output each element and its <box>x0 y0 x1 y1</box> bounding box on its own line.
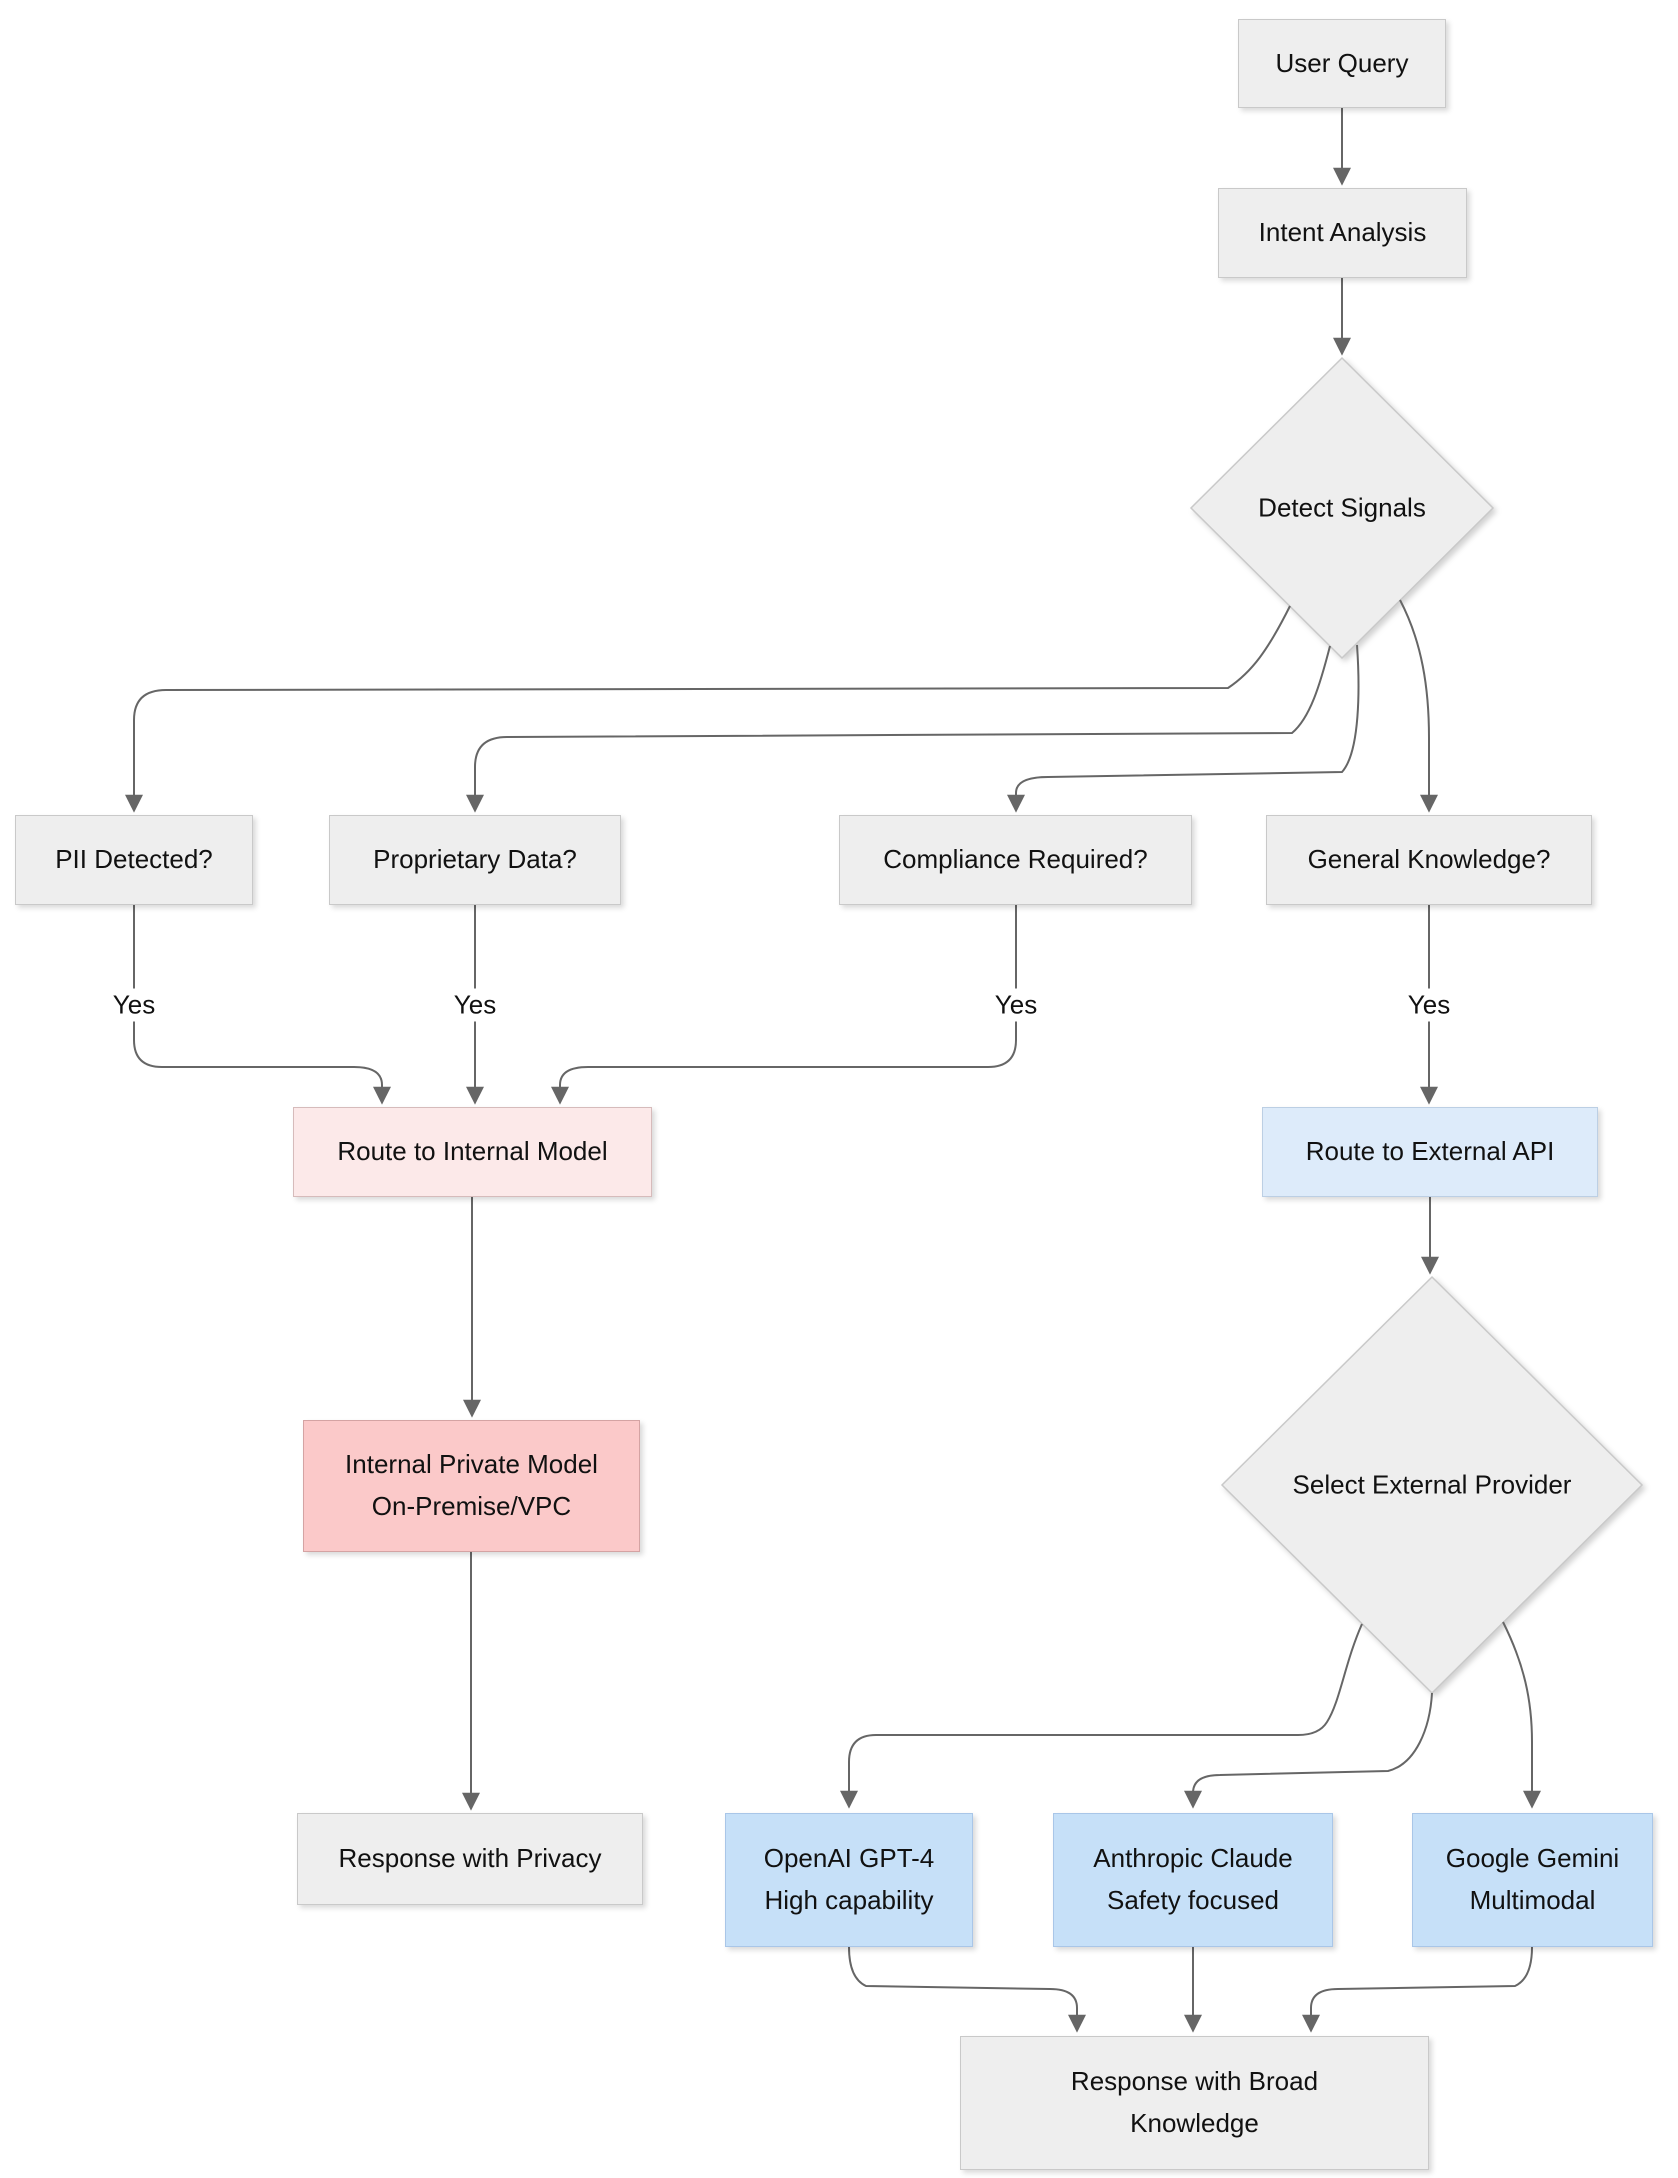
node-google-gemini-line1: Google Gemini <box>1445 1843 1620 1874</box>
node-user-query-label: User Query <box>1275 47 1409 78</box>
node-compliance-required-label: Compliance Required? <box>883 844 1148 875</box>
edge-detect-signals-to-proprietary <box>466 645 1331 813</box>
edge-label-compliance-yes: Yes <box>986 988 1046 1022</box>
edge-detect-signals-to-general <box>1399 599 1438 813</box>
node-user-query: User Query <box>1238 19 1446 108</box>
node-anthropic-claude-line1: Anthropic Claude <box>1093 1843 1293 1874</box>
node-internal-private-model-line2: On-Premise/VPC <box>371 1491 572 1521</box>
edge-label-general-yes: Yes <box>1399 988 1459 1022</box>
edge-label-pii-yes: Yes <box>104 988 164 1022</box>
node-openai-gpt4-line2: High capability <box>764 1885 934 1915</box>
edge-detect-signals-to-pii <box>125 605 1291 813</box>
node-openai-gpt4-line1: OpenAI GPT-4 <box>763 1843 935 1874</box>
node-google-gemini-line2: Multimodal <box>1469 1885 1596 1915</box>
node-response-broad-line1: Response with Broad <box>1070 2066 1319 2097</box>
decision-diamond-detect-signals <box>1189 356 1495 660</box>
node-intent-analysis-label: Intent Analysis <box>1258 217 1427 248</box>
node-pii-detected-label: PII Detected? <box>55 844 213 875</box>
node-route-external: Route to External API <box>1262 1107 1598 1197</box>
node-proprietary-data-label: Proprietary Data? <box>373 844 577 875</box>
edge-label-proprietary-yes: Yes <box>445 988 505 1022</box>
node-intent-analysis: Intent Analysis <box>1218 188 1467 278</box>
node-select-external-provider-label: Select External Provider <box>1292 1469 1572 1500</box>
edge-detect-signals-to-compliance <box>1007 644 1360 813</box>
edge-gemini-to-response-broad <box>1302 1946 1533 2033</box>
node-anthropic-claude-line2: Safety focused <box>1107 1885 1279 1915</box>
node-response-privacy-label: Response with Privacy <box>338 1843 602 1874</box>
node-openai-gpt4: OpenAI GPT-4 High capability <box>725 1813 973 1947</box>
node-google-gemini: Google Gemini Multimodal <box>1412 1813 1653 1947</box>
node-internal-private-model: Internal Private Model On-Premise/VPC <box>303 1420 640 1552</box>
node-anthropic-claude: Anthropic Claude Safety focused <box>1053 1813 1333 1947</box>
node-response-broad-line2: Knowledge <box>1130 2108 1259 2138</box>
node-route-external-label: Route to External API <box>1305 1136 1555 1167</box>
edge-openai-to-response-broad <box>848 1946 1086 2033</box>
node-detect-signals-label: Detect Signals <box>1258 492 1426 523</box>
edge-compliance-yes-to-route-internal <box>551 905 1017 1105</box>
node-response-broad: Response with Broad Knowledge <box>960 2036 1429 2170</box>
edge-select-provider-to-anthropic <box>1184 1692 1433 1809</box>
edge-pii-yes-to-route-internal <box>133 905 391 1105</box>
node-internal-private-model-line1: Internal Private Model <box>345 1449 598 1480</box>
node-route-internal: Route to Internal Model <box>293 1107 652 1197</box>
node-pii-detected: PII Detected? <box>15 815 253 905</box>
node-proprietary-data: Proprietary Data? <box>329 815 621 905</box>
node-route-internal-label: Route to Internal Model <box>337 1136 608 1167</box>
node-response-privacy: Response with Privacy <box>297 1813 643 1905</box>
node-compliance-required: Compliance Required? <box>839 815 1192 905</box>
node-general-knowledge-label: General Knowledge? <box>1307 844 1551 875</box>
edge-select-provider-to-openai <box>840 1623 1363 1809</box>
edge-select-provider-to-gemini <box>1502 1621 1541 1809</box>
node-general-knowledge: General Knowledge? <box>1266 815 1592 905</box>
